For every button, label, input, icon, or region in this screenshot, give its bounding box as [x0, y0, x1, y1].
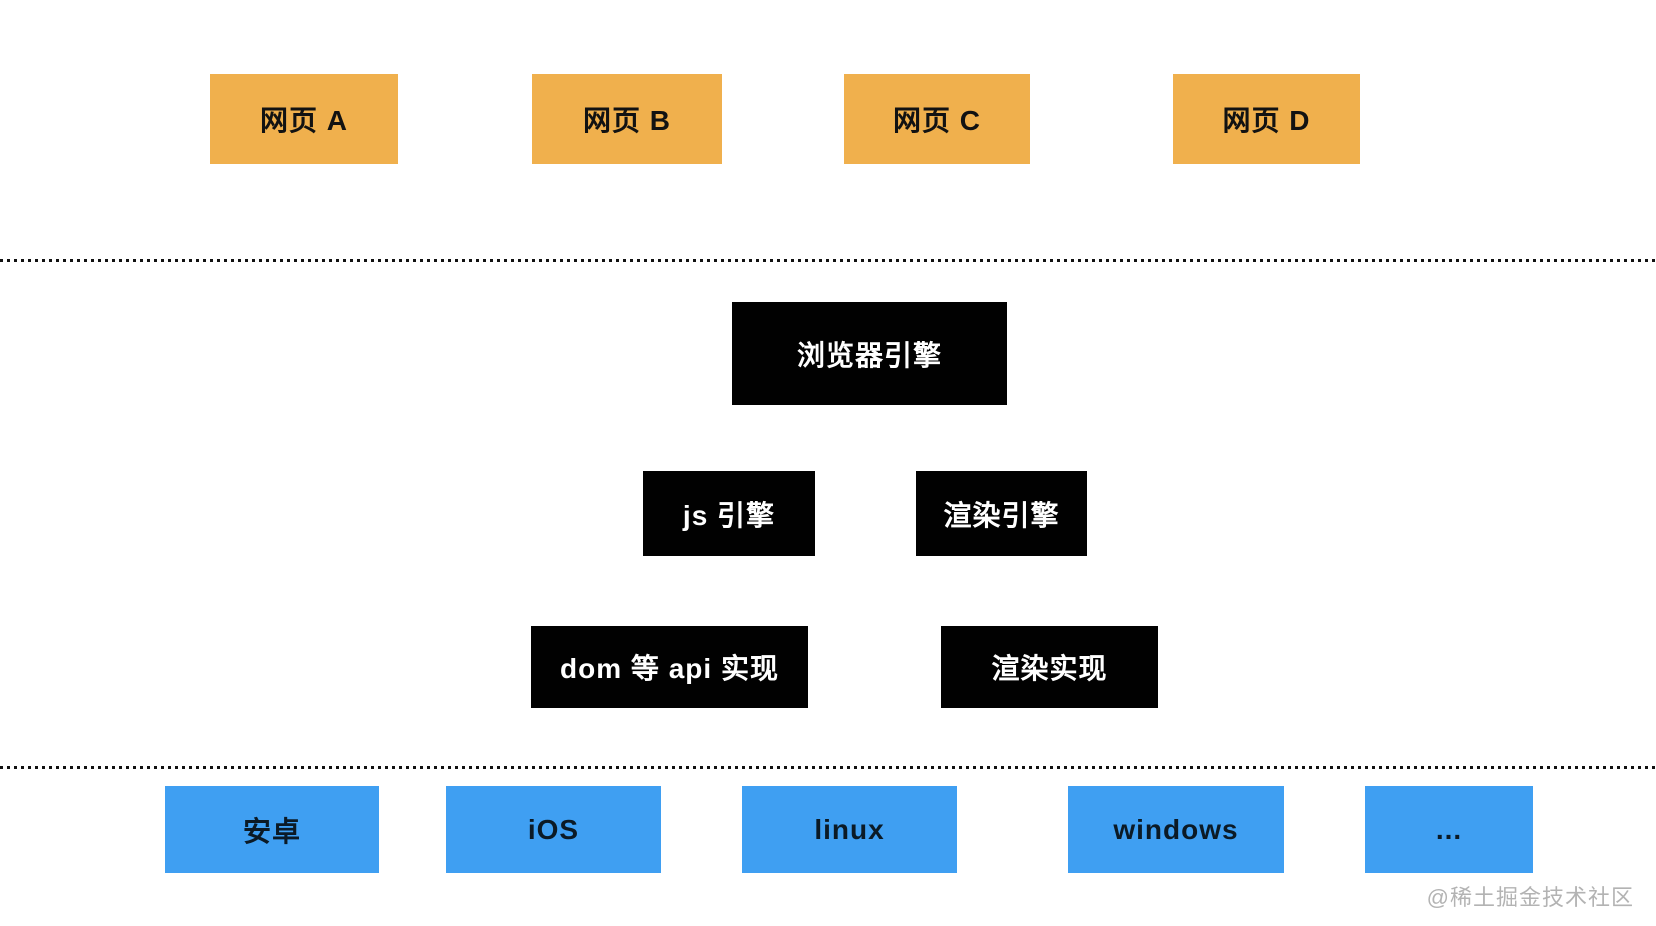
platform-box-windows: windows	[1068, 786, 1284, 873]
platform-box-linux: linux	[742, 786, 957, 873]
rendering-implementation-box: 渲染实现	[941, 626, 1158, 708]
rendering-engine-label: 渲染引擎	[943, 499, 1060, 531]
dom-api-implementation-label: dom 等 api 实现	[560, 653, 779, 684]
platform-box-android: 安卓	[165, 786, 379, 873]
platform-label-linux: linux	[814, 813, 885, 845]
dom-api-implementation-box: dom 等 api 实现	[531, 626, 808, 708]
platform-label-android: 安卓	[242, 815, 301, 847]
web-page-box-a: 网页 A	[210, 74, 398, 164]
web-page-label-a: 网页 A	[259, 105, 348, 136]
web-page-box-c: 网页 C	[844, 74, 1030, 164]
platform-box-ios: iOS	[446, 786, 661, 873]
platform-label-windows: windows	[1113, 813, 1239, 845]
platform-label-more: ...	[1435, 813, 1463, 845]
web-page-box-d: 网页 D	[1173, 74, 1360, 164]
divider-top-dotted-line	[0, 259, 1656, 262]
platform-box-more: ...	[1365, 786, 1533, 873]
js-engine-box: js 引擎	[643, 471, 815, 556]
rendering-implementation-label: 渲染实现	[991, 653, 1108, 684]
divider-bottom-dotted-line	[0, 766, 1656, 769]
web-page-label-c: 网页 C	[892, 105, 981, 136]
platform-label-ios: iOS	[527, 813, 580, 845]
web-page-label-d: 网页 D	[1222, 105, 1311, 136]
browser-engine-box: 浏览器引擎	[732, 302, 1007, 405]
js-engine-label: js 引擎	[682, 499, 776, 531]
browser-engine-label: 浏览器引擎	[796, 339, 942, 371]
rendering-engine-box: 渲染引擎	[916, 471, 1087, 556]
web-page-box-b: 网页 B	[532, 74, 722, 164]
web-page-label-b: 网页 B	[582, 105, 671, 136]
watermark-juejin-community: @稀土掘金技术社区	[1426, 885, 1634, 910]
